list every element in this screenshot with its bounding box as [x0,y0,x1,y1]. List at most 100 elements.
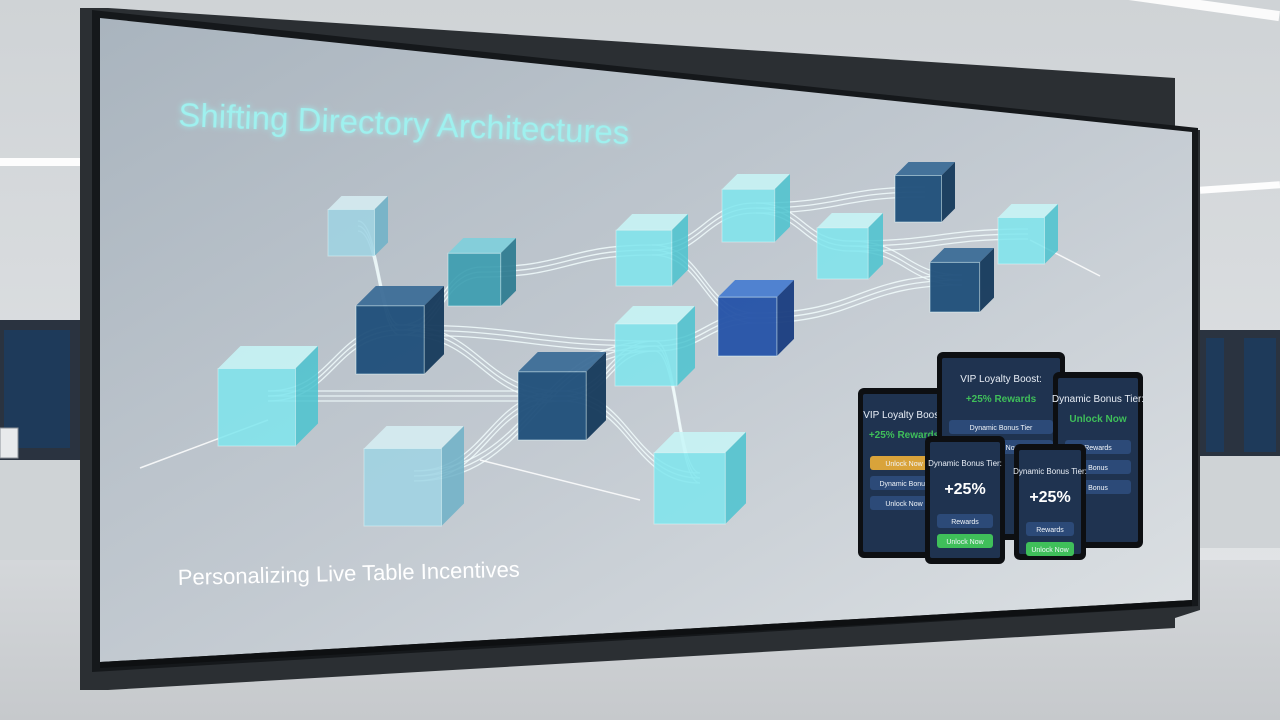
tablet-row-bg [949,420,1053,434]
server-rack-left [0,320,84,560]
cube-front-face [218,368,296,446]
network-cube [615,214,688,287]
cube-edge [894,175,942,223]
tablet-heading: Dynamic Bonus Tier: [1013,467,1087,476]
cube-top-face [615,306,695,324]
tablet-row-label: Dynamic Bonus Tier [970,425,1033,432]
tablet-value: +25% [944,481,985,498]
cube-top-face [518,352,606,372]
cube-front-face [998,217,1045,264]
ceiling-light-top [1120,0,1280,22]
network-cube [517,352,606,441]
cube-side-face [677,306,695,386]
tablet-row-label: Unlock Now [885,461,923,468]
network-cube [447,238,516,307]
tablet-value: Unlock Now [1069,414,1126,425]
cube-front-face [616,230,672,286]
tablet-heading: Dynamic Bonus Tier: [1052,394,1144,405]
cube-front-face [930,262,980,312]
tablet-row-bg [1026,522,1074,536]
tablet-value: +25% Rewards [869,430,940,441]
cube-front-face [895,175,942,222]
cube-edge [816,227,869,280]
network-cube [217,346,318,447]
cube-front-face [364,448,442,526]
cube-top-face [722,174,790,190]
cube-edge [517,371,587,441]
cube-side-face [979,248,994,312]
tablet-row-bg [870,476,938,490]
cube-side-face [671,214,688,286]
cube-edge [447,252,502,307]
tablet-row-label: Unlock Now [946,539,984,546]
cube-side-face [1044,204,1058,264]
tablet-row-label: Rewards [1084,445,1112,452]
cube-top-face [998,204,1058,218]
cube-front-face [654,452,726,524]
network-cube [653,432,746,525]
cube-top-face [364,426,464,449]
cube-side-face [774,174,790,242]
cube-edge [615,229,673,287]
cube-top-face [328,196,388,210]
unlock-now-button[interactable]: Unlock Now [1026,542,1074,556]
cube-side-face [500,238,516,306]
tablet-value: +25% [1029,489,1070,506]
tablet-row-label: Rewards [951,519,979,526]
cube-top-face [218,346,318,369]
cube-side-face [941,162,955,222]
cube-side-face [586,352,606,440]
unlock-now-button[interactable]: Unlock Now [870,456,938,470]
network-cube [717,280,794,357]
cube-side-face [725,432,746,524]
cube-front-face [448,253,501,306]
cube-top-face [895,162,955,176]
light-streak [479,459,641,501]
cube-top-face [718,280,794,298]
tablet-row-label: Bonus [1088,485,1108,492]
server-rack-right [1200,330,1280,548]
tablet-heading: Dynamic Bonus Tier: [928,459,1002,468]
tablet-row: Rewards [937,514,993,528]
cube-side-face [374,196,388,256]
cube-front-face [356,305,425,374]
cube-edge [614,323,678,387]
network-cube [327,196,388,257]
tablet-row-label: Rewards [1036,527,1064,534]
cube-top-face [817,213,883,228]
network-cubes [217,162,1058,527]
cube-front-face [817,227,869,279]
network-cube [363,426,464,527]
network-cube [929,248,994,313]
tablet-row-label: Unlock Now [1031,547,1069,554]
cube-edge [997,217,1045,265]
cube-front-face [718,297,777,356]
cube-front-face [518,371,587,440]
cube-edge [355,305,425,375]
tablet-row-label: Unlock Now [885,501,923,508]
cube-top-face [448,238,516,254]
cube-edge [653,452,726,525]
ceiling-light-right [1199,181,1280,194]
tablet-row-bg [937,534,993,548]
tablet-row: Rewards [1026,522,1074,536]
tablet-screen [930,442,1000,558]
cube-edge [327,209,375,257]
cube-front-face [615,324,677,386]
tablet-row-bg [937,514,993,528]
cube-edge [717,296,778,357]
network-cube [894,162,955,223]
unlock-now-button[interactable]: Unlock Now [870,496,938,510]
cube-edge [929,261,981,313]
cube-edge [217,368,296,447]
network-cube [816,213,883,280]
tablet-row-bg [870,456,938,470]
network-cube [721,174,790,243]
unlock-now-button[interactable]: Unlock Now [937,534,993,548]
tablet-row-bg [870,496,938,510]
tablet-row-bg [1026,542,1074,556]
cube-edge [721,188,776,243]
network-cube [355,286,444,375]
